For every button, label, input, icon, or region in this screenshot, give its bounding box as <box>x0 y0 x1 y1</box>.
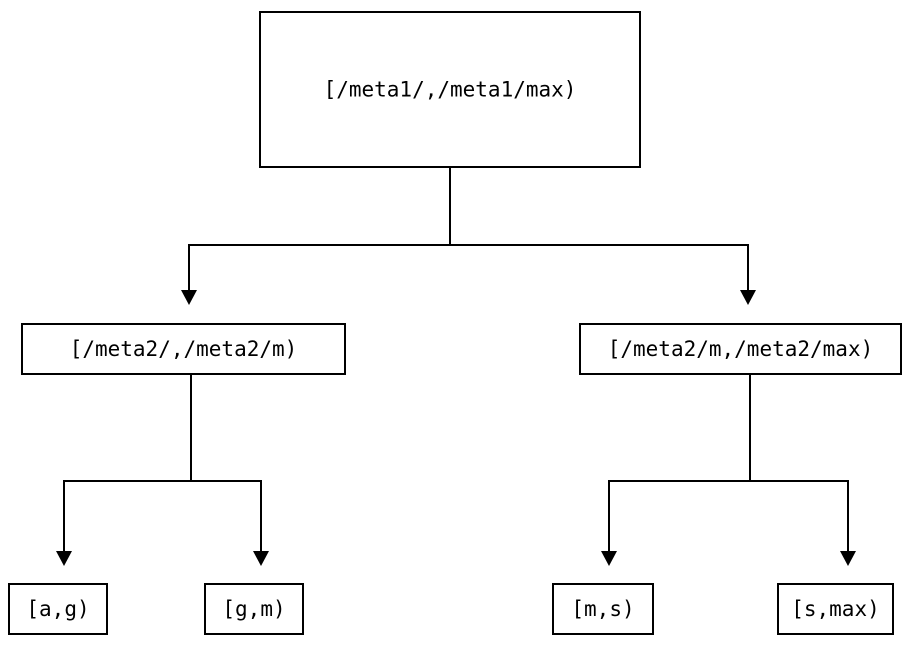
node-label: [m,s) <box>571 597 634 621</box>
edge-path <box>607 374 752 551</box>
node-box[interactable] <box>20 322 347 376</box>
node-label: [s,max) <box>791 597 880 621</box>
edge-midright-ms <box>601 374 752 566</box>
node-box[interactable] <box>776 582 895 636</box>
node-label: [/meta2/,/meta2/m) <box>70 337 298 361</box>
edge-path <box>448 167 750 290</box>
node-label: [a,g) <box>26 597 89 621</box>
arrowhead-icon <box>181 290 197 305</box>
tree-node-root[interactable]: [/meta1/,/meta1/max) <box>258 10 642 169</box>
node-box[interactable] <box>7 582 109 636</box>
edge-path <box>189 374 263 551</box>
edge-path <box>62 374 193 551</box>
edge-midleft-gm <box>189 374 269 566</box>
node-label: [/meta1/,/meta1/max) <box>324 78 577 102</box>
node-box[interactable] <box>203 582 305 636</box>
edge-layer <box>56 167 856 566</box>
edge-root-midleft <box>181 167 452 305</box>
node-layer: [/meta1/,/meta1/max) [/meta2/,/meta2/m) [/… <box>7 10 903 636</box>
arrowhead-icon <box>253 551 269 566</box>
node-box[interactable] <box>551 582 655 636</box>
edge-path <box>748 374 850 551</box>
tree-node-leaf-smax[interactable]: [s,max) <box>776 582 895 636</box>
node-box[interactable] <box>578 322 903 376</box>
arrowhead-icon <box>740 290 756 305</box>
tree-node-leaf-ms[interactable]: [m,s) <box>551 582 655 636</box>
edge-midright-smax <box>748 374 856 566</box>
tree-node-mid-right[interactable]: [/meta2/m,/meta2/max) <box>578 322 903 376</box>
node-label: [/meta2/m,/meta2/max) <box>608 337 874 361</box>
tree-node-mid-left[interactable]: [/meta2/,/meta2/m) <box>20 322 347 376</box>
arrowhead-icon <box>601 551 617 566</box>
arrowhead-icon <box>840 551 856 566</box>
edge-root-midright <box>448 167 756 305</box>
node-label: [g,m) <box>222 597 285 621</box>
edge-path <box>187 167 452 290</box>
tree-node-leaf-gm[interactable]: [g,m) <box>203 582 305 636</box>
node-box[interactable] <box>258 10 642 169</box>
arrowhead-icon <box>56 551 72 566</box>
tree-node-leaf-ag[interactable]: [a,g) <box>7 582 109 636</box>
edge-midleft-ag <box>56 374 193 566</box>
